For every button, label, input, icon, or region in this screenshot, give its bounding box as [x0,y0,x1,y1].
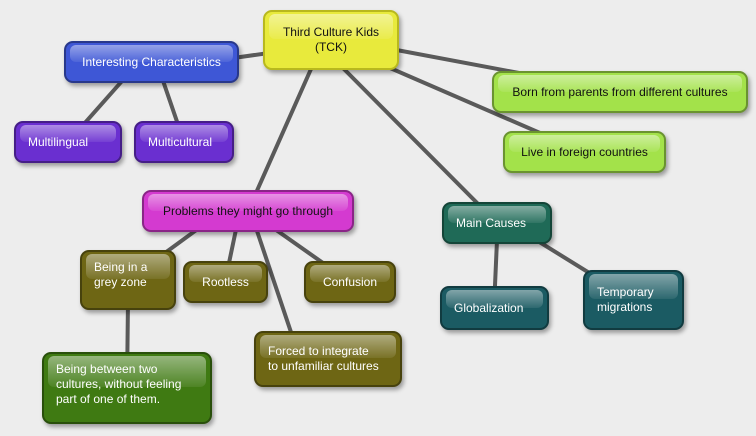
node-label: Interesting Characteristics [82,54,221,69]
node-multilingual[interactable]: Multilingual [14,121,122,163]
node-globalization[interactable]: Globalization [440,286,549,330]
node-live-in-foreign-countries[interactable]: Live in foreign countries [503,131,666,173]
node-temporary-line2: migrations [597,300,653,314]
node-confusion[interactable]: Confusion [304,261,396,303]
node-tck-line2: (TCK) [314,40,347,54]
node-label: Confusion [322,274,378,289]
node-label: Multicultural [148,134,213,149]
node-label: Multilingual [28,134,89,149]
node-third-culture-kids[interactable]: Third Culture Kids(TCK) [263,10,399,70]
node-label: Globalization [454,300,524,315]
node-born-from-parents[interactable]: Born from parents from different culture… [492,71,748,113]
node-between-line2: cultures, without feeling [56,377,182,391]
node-label: Live in foreign countries [521,144,648,159]
node-rootless[interactable]: Rootless [183,261,268,303]
node-between-line1: Being between two [56,362,158,376]
node-label: Rootless [202,274,249,289]
node-greyzone-line1: Being in a [94,260,148,274]
connector-tck-to-causes [333,58,499,225]
node-greyzone-line2: grey zone [94,275,147,289]
node-label: Problems they might go through [162,203,334,218]
node-tck-line1: Third Culture Kids [282,25,380,39]
node-multicultural[interactable]: Multicultural [134,121,234,163]
node-label: Main Causes [456,215,527,230]
node-label: Born from parents from different culture… [512,84,728,99]
node-forced-line2: to unfamiliar cultures [268,359,379,373]
node-problems[interactable]: Problems they might go through [142,190,354,232]
node-main-causes[interactable]: Main Causes [442,202,552,244]
connector-tck-to-problems [246,58,317,213]
node-forced-line1: Forced to integrate [268,344,369,358]
node-interesting-characteristics[interactable]: Interesting Characteristics [64,41,239,83]
node-temporary-line1: Temporary [597,285,654,299]
node-between-line3: part of one of them. [56,392,161,406]
